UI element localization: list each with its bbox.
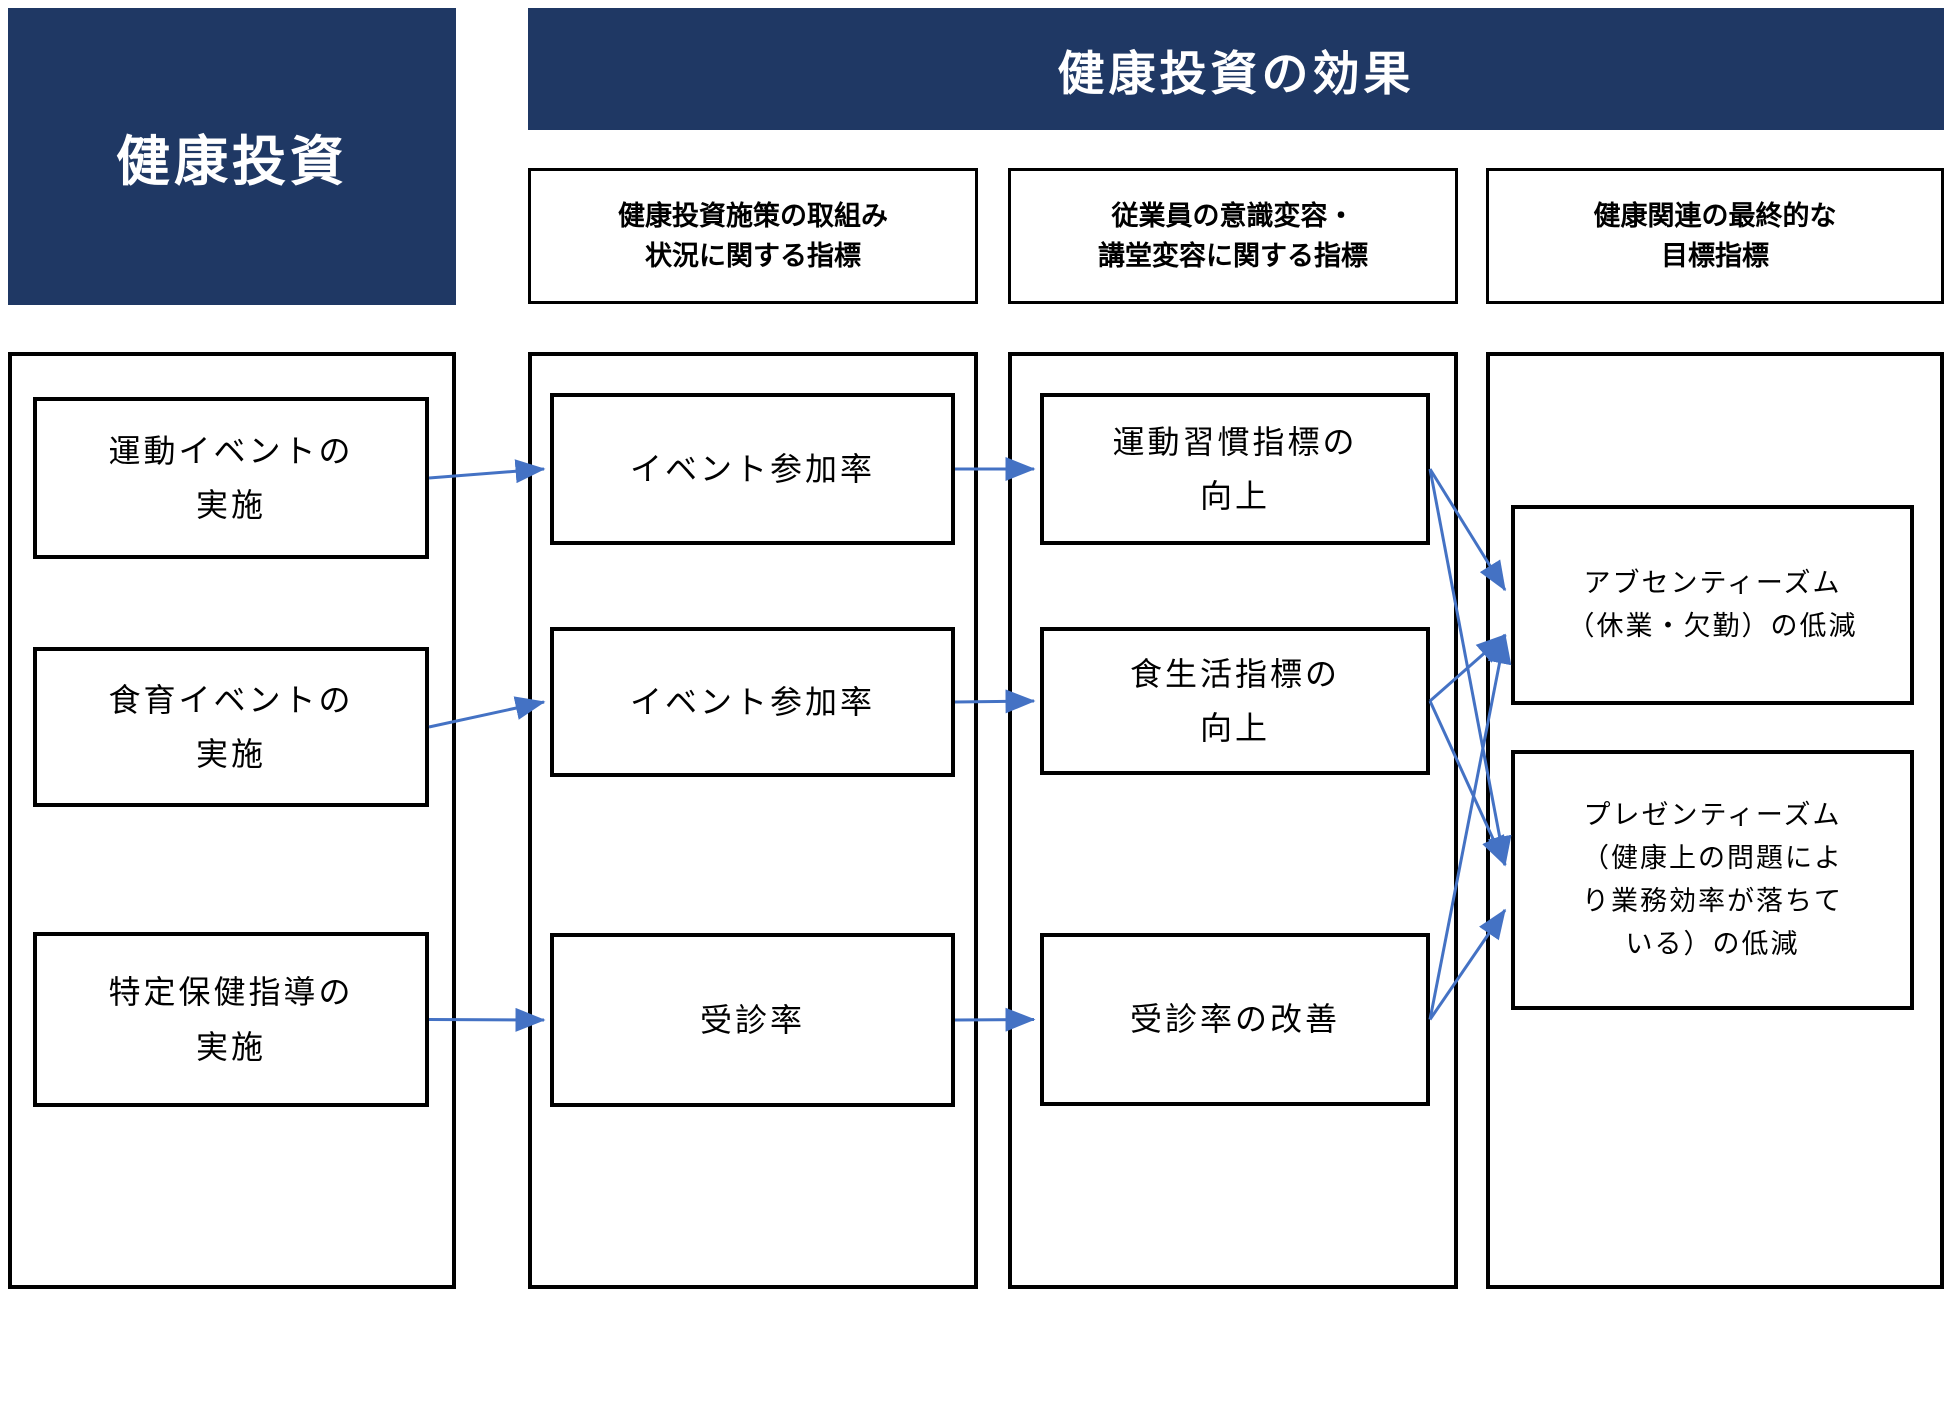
node-exercise-event-implementation: 運動イベントの 実施 [33, 397, 429, 559]
node-event-participation-rate-1: イベント参加率 [550, 393, 955, 545]
header-final-target-indicators-label: 健康関連の最終的な 目標指標 [1593, 200, 1837, 272]
header-final-target-indicators: 健康関連の最終的な 目標指標 [1486, 168, 1944, 304]
health-investment-panel: 健康投資 [8, 8, 456, 305]
node-event-participation-rate-2: イベント参加率 [550, 627, 955, 777]
node-presenteeism-reduction-label: プレゼンティーズム （健康上の問題によ り業務効率が落ちて いる）の低減 [1582, 799, 1843, 960]
investment-effect-banner-title: 健康投資の効果 [1057, 46, 1415, 100]
investment-effect-banner: 健康投資の効果 [528, 8, 1944, 130]
header-behavior-change-indicators: 従業員の意識変容・ 講堂変容に関する指標 [1008, 168, 1458, 304]
node-presenteeism-reduction: プレゼンティーズム （健康上の問題によ り業務効率が落ちて いる）の低減 [1511, 750, 1914, 1010]
node-checkup-rate-improvement-label: 受診率の改善 [1129, 1001, 1340, 1038]
node-checkup-rate-label: 受診率 [699, 1001, 805, 1038]
node-checkup-rate: 受診率 [550, 933, 955, 1107]
node-event-participation-rate-1-label: イベント参加率 [629, 450, 875, 487]
node-exercise-habit-indicator-improvement: 運動習慣指標の 向上 [1040, 393, 1430, 545]
header-implementation-indicators-label: 健康投資施策の取組み 状況に関する指標 [618, 200, 888, 272]
node-absenteeism-reduction-label: アブセンティーズム （休業・欠勤）の低減 [1567, 567, 1858, 641]
node-exercise-event-implementation-label: 運動イベントの 実施 [108, 432, 354, 523]
node-exercise-habit-indicator-improvement-label: 運動習慣指標の 向上 [1112, 423, 1358, 514]
node-dietary-education-event-implementation: 食育イベントの 実施 [33, 647, 429, 807]
header-implementation-indicators: 健康投資施策の取組み 状況に関する指標 [528, 168, 978, 304]
node-specific-health-guidance-implementation-label: 特定保健指導の 実施 [108, 974, 354, 1065]
node-event-participation-rate-2-label: イベント参加率 [629, 683, 875, 720]
health-investment-title: 健康投資 [116, 132, 348, 192]
node-absenteeism-reduction: アブセンティーズム （休業・欠勤）の低減 [1511, 505, 1914, 705]
node-specific-health-guidance-implementation: 特定保健指導の 実施 [33, 932, 429, 1107]
node-dietary-education-event-implementation-label: 食育イベントの 実施 [108, 681, 354, 772]
node-dietary-indicator-improvement: 食生活指標の 向上 [1040, 627, 1430, 775]
node-dietary-indicator-improvement-label: 食生活指標の 向上 [1129, 655, 1340, 746]
node-checkup-rate-improvement: 受診率の改善 [1040, 933, 1430, 1106]
header-behavior-change-indicators-label: 従業員の意識変容・ 講堂変容に関する指標 [1098, 200, 1368, 272]
